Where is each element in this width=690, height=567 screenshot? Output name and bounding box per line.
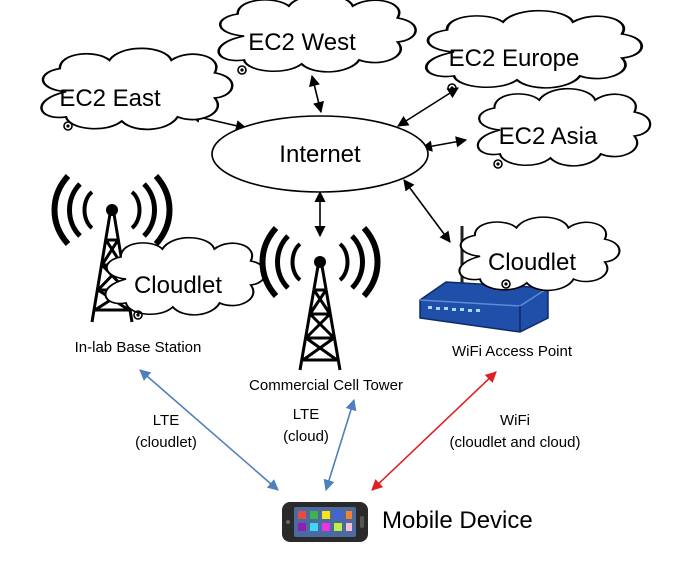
cloud-label-ec2-europe: EC2 Europe	[449, 45, 580, 72]
cloud-tail-dot	[237, 65, 247, 75]
cloud-cloudlet-wifi: Cloudlet	[458, 216, 621, 292]
lte-cloud-label-line1: LTE	[293, 406, 319, 423]
cloud-label-ec2-asia: EC2 Asia	[499, 123, 598, 150]
link-labels: LTE (cloudlet) LTE (cloud) WiFi (cloudle…	[135, 406, 580, 451]
link-internet-wifi-ap	[403, 179, 451, 243]
lte-cloudlet-label-line2: (cloudlet)	[135, 434, 197, 451]
wifi-access-point: Cloudlet WiFi Access Point	[419, 216, 621, 360]
wifi-label-line2: (cloudlet and cloud)	[450, 434, 581, 451]
link-lte-cloudlet	[139, 369, 279, 491]
base-station-label: In-lab Base Station	[75, 339, 202, 356]
cloud-ec2-west: EC2 West	[217, 0, 417, 75]
in-lab-base-station: Cloudlet In-lab Base Station	[51, 173, 267, 356]
cloud-tail-dot	[493, 159, 503, 169]
internet-node: Internet	[211, 115, 429, 193]
cloud-label-ec2-west: EC2 West	[248, 29, 356, 56]
link-internet-ec2-west	[309, 74, 324, 114]
internet-label: Internet	[279, 141, 361, 168]
cloud-tail-dot	[501, 279, 511, 289]
lte-cloudlet-label-line1: LTE	[153, 412, 179, 429]
cell-tower-label: Commercial Cell Tower	[249, 377, 403, 394]
link-internet-ec2-asia	[420, 136, 468, 152]
lte-cloud-label-line2: (cloud)	[283, 428, 329, 445]
smartphone-icon	[282, 502, 368, 542]
cloud-ec2-europe: EC2 Europe	[424, 9, 644, 93]
cloud-ec2-asia: EC2 Asia	[476, 87, 652, 169]
antenna-tower-icon	[259, 225, 381, 371]
link-internet-ec2-europe	[397, 87, 459, 127]
commercial-cell-tower: Commercial Cell Tower	[249, 225, 403, 394]
cloud-label-cloudlet-wifi: Cloudlet	[488, 249, 576, 276]
mobile-device-label: Mobile Device	[382, 507, 533, 534]
cloud-cloudlet-basestation: Cloudlet	[104, 236, 267, 320]
mobile-device: Mobile Device	[282, 502, 533, 542]
cloud-tail-dot	[133, 310, 143, 320]
cloud-tail-dot	[447, 83, 457, 93]
wifi-ap-label: WiFi Access Point	[452, 343, 573, 360]
link-wifi	[371, 371, 497, 491]
cloud-ec2-east: EC2 East	[40, 47, 234, 131]
wifi-label-line1: WiFi	[500, 412, 530, 429]
cloud-label-ec2-east: EC2 East	[59, 85, 161, 112]
connector-lines	[139, 74, 497, 492]
cloud-label-cloudlet-basestation: Cloudlet	[134, 272, 222, 299]
cloud-tail-dot	[63, 121, 73, 131]
link-lte-cloud	[323, 398, 357, 492]
